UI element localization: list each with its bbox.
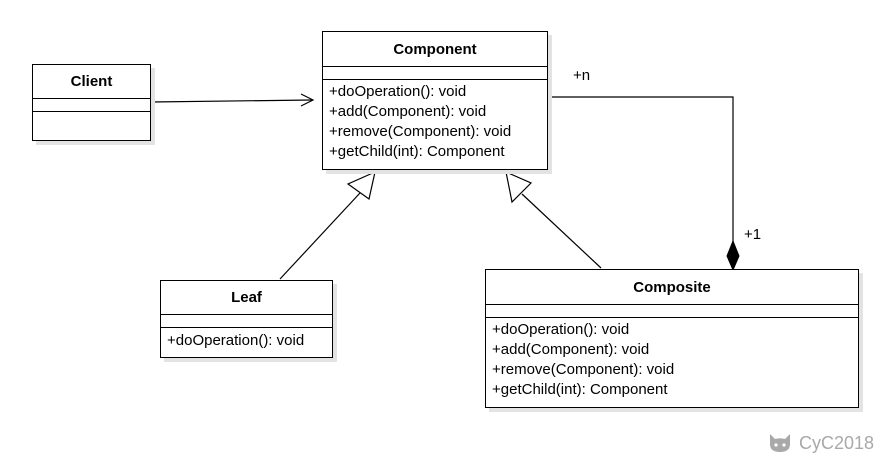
class-component-operations: +doOperation(): void +add(Component): vo… bbox=[323, 79, 547, 169]
composition-line bbox=[548, 96, 734, 245]
composition-diamond bbox=[726, 239, 740, 272]
operation: +doOperation(): void bbox=[167, 332, 305, 349]
leaf-generalization-arrowhead bbox=[346, 170, 376, 201]
operation: +getChild(int): Component bbox=[329, 143, 505, 160]
operation: +add(Component): void bbox=[492, 341, 650, 358]
association-arrowhead bbox=[300, 93, 315, 107]
github-cat-icon bbox=[769, 434, 790, 452]
class-component-name: Component bbox=[393, 40, 477, 58]
client-to-component-association bbox=[150, 99, 313, 103]
class-leaf[interactable]: Leaf +doOperation(): void bbox=[160, 280, 333, 358]
operation: +add(Component): void bbox=[329, 103, 487, 120]
operation: +getChild(int): Component bbox=[492, 381, 668, 398]
class-client-name: Client bbox=[70, 73, 113, 90]
class-leaf-name: Leaf bbox=[231, 289, 262, 306]
class-composite[interactable]: Composite +doOperation(): void +add(Comp… bbox=[485, 269, 859, 408]
multiplicity-composite-end: +1 bbox=[744, 226, 762, 243]
class-component-attributes bbox=[323, 66, 547, 79]
operation: +doOperation(): void bbox=[492, 321, 630, 338]
class-composite-operations: +doOperation(): void +add(Component): vo… bbox=[486, 317, 858, 407]
class-leaf-attributes bbox=[161, 314, 332, 327]
class-client[interactable]: Client bbox=[32, 64, 151, 141]
watermark: CyC2018 bbox=[767, 432, 874, 454]
class-component[interactable]: Component +doOperation(): void +add(Comp… bbox=[322, 31, 548, 170]
watermark-text: CyC2018 bbox=[798, 432, 874, 453]
class-composite-attributes bbox=[486, 304, 858, 317]
leaf-generalization-line bbox=[279, 192, 361, 280]
class-composite-name: Composite bbox=[633, 278, 711, 296]
class-leaf-operations: +doOperation(): void bbox=[161, 327, 332, 357]
operation: +remove(Component): void bbox=[492, 361, 675, 378]
class-client-operations bbox=[33, 111, 150, 140]
class-client-attributes bbox=[33, 98, 150, 111]
multiplicity-component-end: +n bbox=[573, 67, 591, 84]
composite-generalization-arrowhead bbox=[505, 170, 533, 204]
operation: +remove(Component): void bbox=[329, 123, 512, 140]
composite-generalization-line bbox=[521, 193, 602, 269]
operation: +doOperation(): void bbox=[329, 83, 467, 100]
